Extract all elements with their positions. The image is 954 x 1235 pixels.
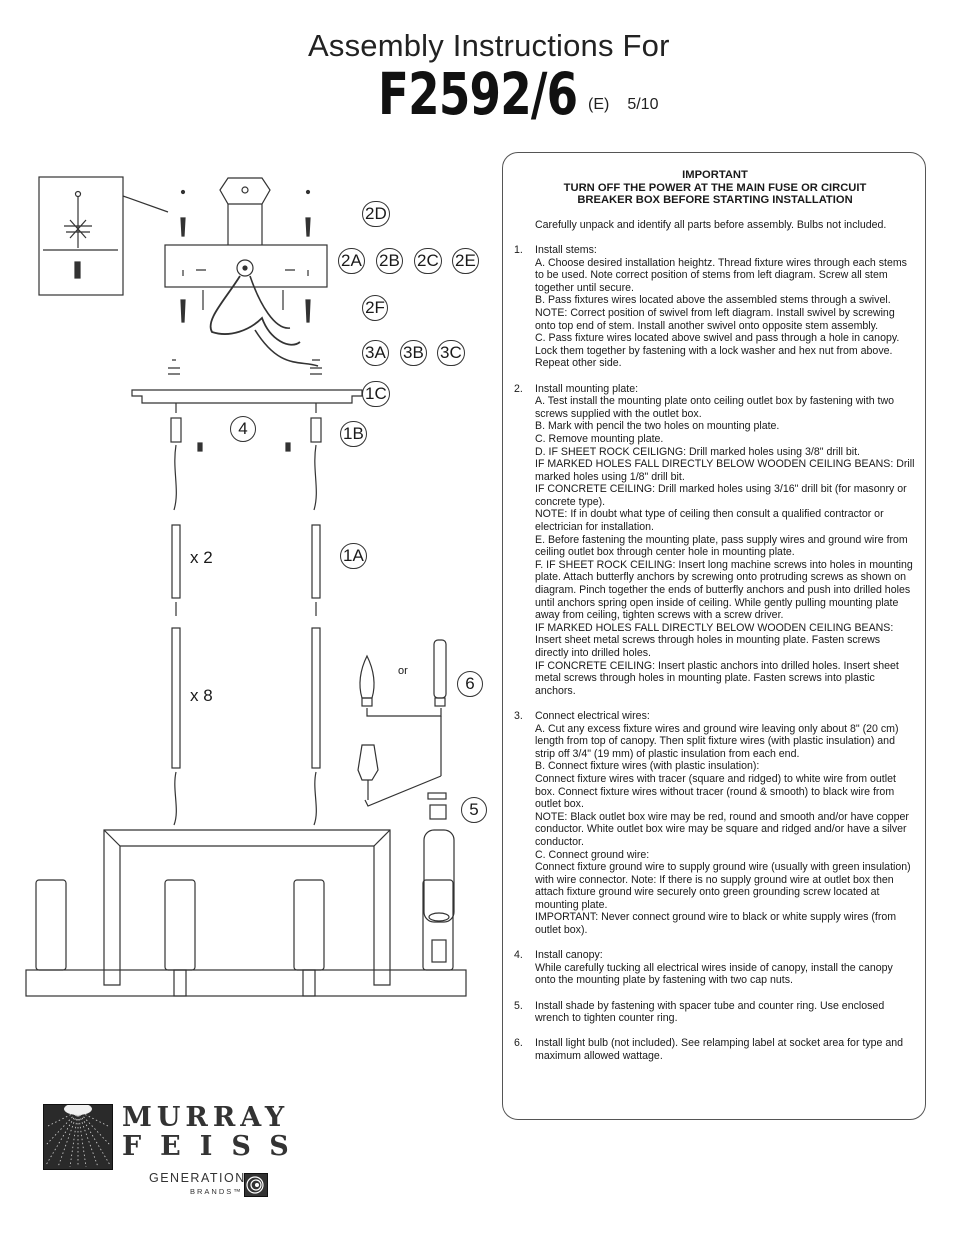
callout-2e: 2E (452, 248, 479, 274)
step-4: 4. Install canopy: While carefully tucki… (514, 949, 916, 987)
logo-murray: MURRAY (122, 1102, 290, 1133)
step-line: A. Cut any excess fixture wires and grou… (535, 722, 899, 760)
step-line: While carefully tucking all electrical w… (535, 961, 893, 987)
step-line: Install mounting plate: (535, 382, 639, 395)
step-line: Connect fixture ground wire to supply gr… (535, 861, 911, 911)
bulb-or-label: or (398, 665, 408, 677)
step-1: 1. Install stems: A. Choose desired inst… (514, 244, 916, 370)
step-line: IF CONCRETE CEILING: Insert plastic anch… (535, 659, 899, 697)
revision-date: 5/10 (627, 96, 659, 113)
step-line: Connect fixture wires with tracer (squar… (535, 772, 896, 811)
callout-1c: 1C (362, 381, 390, 407)
step-line: B. Mark with pencil the two holes on mou… (535, 420, 780, 433)
step-line: E. Before fastening the mounting plate, … (535, 533, 908, 559)
step-3: 3. Connect electrical wires: A. Cut any … (514, 710, 916, 937)
step-line: IMPORTANT: Never connect ground wire to … (535, 911, 897, 937)
callout-4: 4 (230, 416, 256, 442)
step-number: 1. (514, 244, 523, 256)
callout-1b: 1B (340, 421, 367, 447)
step-line: IF MARKED HOLES FALL DIRECTLY BELOW WOOD… (535, 621, 894, 659)
callout-2d: 2D (362, 201, 390, 227)
edition-label: (E) (588, 96, 610, 113)
step-line: IF CONCRETE CEILING: Drill marked holes … (535, 483, 907, 508)
inset-box (38, 176, 124, 296)
sunburst-icon (45, 1103, 111, 1168)
instructions-panel (502, 152, 926, 1120)
logo-brands: BRANDS™ (190, 1187, 243, 1196)
step-2: 2. Install mounting plate: A. Test insta… (514, 383, 916, 698)
callout-3a: 3A (362, 340, 389, 366)
step-line: Install shade by fastening with spacer t… (535, 999, 885, 1025)
step-line: Install stems: (535, 244, 597, 256)
step-line: B. Pass fixtures wires located above the… (535, 294, 895, 332)
assembly-diagram (25, 176, 467, 997)
quantity-long-stems: x 8 (190, 686, 213, 705)
logo-generation: GENERATION (149, 1171, 246, 1185)
murray-feiss-logo-icon (43, 1103, 113, 1170)
step-number: 2. (514, 382, 523, 395)
step-line: A. Choose desired installation heightz. … (535, 256, 907, 294)
step-line: NOTE: Black outlet box wire may be red, … (535, 810, 909, 848)
step-line: A. Test install the mounting plate onto … (535, 395, 895, 420)
steps-list: 1. Install stems: A. Choose desired inst… (514, 244, 916, 1075)
revision-info: (E) 5/10 (588, 96, 676, 114)
step-line: B. Connect fixture wires (with plastic i… (535, 760, 760, 773)
callout-5: 5 (461, 797, 487, 823)
step-number: 4. (514, 949, 523, 962)
callout-2c: 2C (414, 248, 442, 274)
important-notice: IMPORTANT TURN OFF THE POWER AT THE MAIN… (530, 169, 900, 207)
step-line: F. IF SHEET ROCK CEILING: Insert long ma… (535, 558, 913, 622)
step-line: C. Pass fixture wires located above swiv… (535, 332, 900, 370)
step-line: Install light bulb (not included). See r… (535, 1037, 904, 1062)
callout-3c: 3C (437, 340, 465, 366)
step-line: Install canopy: (535, 949, 603, 962)
callout-3b: 3B (400, 340, 427, 366)
intro-text: Carefully unpack and identify all parts … (535, 219, 887, 231)
quantity-short-stems: x 2 (190, 548, 213, 567)
important-line-2: BREAKER BOX BEFORE STARTING INSTALLATION (577, 194, 853, 206)
step-line: C. Remove mounting plate. (535, 432, 664, 445)
step-number: 5. (514, 999, 523, 1012)
step-line: Connect electrical wires: (535, 709, 650, 722)
step-5: 5. Install shade by fastening with space… (514, 1000, 916, 1025)
document-title: Assembly Instructions For (308, 28, 670, 63)
callout-6: 6 (457, 671, 483, 697)
step-number: 3. (514, 709, 523, 722)
step-line: NOTE: If in doubt what type of ceiling t… (535, 508, 884, 534)
callout-2a: 2A (338, 248, 365, 274)
model-number: F2592/6 (378, 60, 578, 128)
step-line: D. IF SHEET ROCK CEILIGNG: Drill marked … (535, 445, 861, 458)
callout-2b: 2B (376, 248, 403, 274)
important-line-1: TURN OFF THE POWER AT THE MAIN FUSE OR C… (563, 181, 867, 194)
callout-1a: 1A (340, 543, 367, 569)
step-line: IF MARKED HOLES FALL DIRECTLY BELOW WOOD… (535, 458, 915, 483)
step-line: C. Connect ground wire: (535, 848, 650, 861)
generation-brands-icon (244, 1173, 268, 1197)
logo-feiss: FEISS (122, 1131, 308, 1162)
step-6: 6. Install light bulb (not included). Se… (514, 1037, 916, 1062)
callout-2f: 2F (362, 295, 388, 321)
important-heading: IMPORTANT (682, 169, 748, 181)
step-number: 6. (514, 1037, 523, 1050)
